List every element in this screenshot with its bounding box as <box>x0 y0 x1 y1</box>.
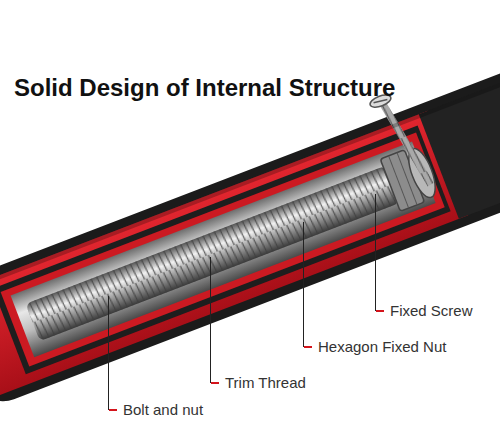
leader-line <box>303 222 304 347</box>
fixed-screw <box>382 97 431 190</box>
label-dashes <box>109 311 384 410</box>
title-text: Solid Design of Internal Structure <box>14 74 395 102</box>
part-label: Trim Thread <box>225 374 306 392</box>
screw-thread <box>382 97 431 190</box>
label-dash <box>211 382 219 384</box>
label-dash <box>109 409 117 411</box>
nut-edge <box>389 156 409 208</box>
part-label: Hexagon Fixed Nut <box>318 338 446 356</box>
outer-grip <box>0 52 500 410</box>
red-casing <box>0 111 468 402</box>
trim-thread <box>26 166 400 341</box>
part-label: Fixed Screw <box>390 302 473 320</box>
shade <box>0 61 500 301</box>
leader-line <box>375 194 376 311</box>
leader-line <box>108 296 109 410</box>
part-label: Bolt and nut <box>123 401 203 419</box>
label-dash <box>376 310 384 312</box>
leader-line <box>210 257 211 383</box>
thread-grooves <box>26 166 400 341</box>
leader-lines <box>109 194 376 410</box>
tube-body <box>0 32 500 410</box>
label-dash <box>304 346 312 348</box>
